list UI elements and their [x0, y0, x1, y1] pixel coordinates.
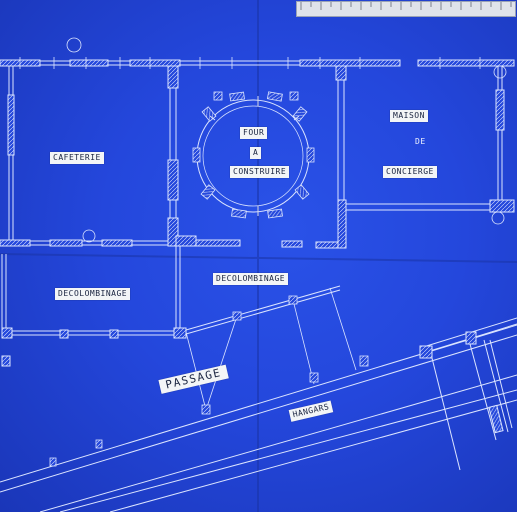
label-maison-line1: MAISON — [390, 110, 428, 122]
hangar-structure — [419, 317, 517, 471]
scale-ruler — [296, 1, 516, 17]
left-wall — [7, 66, 15, 240]
label-four-line3: CONSTRUIRE — [230, 166, 290, 178]
label-four-line2: A — [250, 147, 262, 159]
top-wall-windows — [19, 57, 481, 69]
concierge-walls — [335, 65, 515, 249]
column-markers — [66, 37, 507, 243]
passage-posts — [49, 287, 369, 467]
round-oven — [192, 91, 315, 219]
partition-wall-left — [167, 65, 197, 247]
label-decolombinage-mid: DECOLOMBINAGE — [213, 273, 289, 285]
label-decolombinage-left: DECOLOMBINAGE — [55, 288, 131, 300]
label-maison-line2: DE — [415, 137, 426, 146]
lower-left-walls — [1, 246, 187, 367]
label-maison-line3: CONCIERGE — [383, 166, 437, 178]
label-cafeteria: CAFETERIE — [50, 152, 104, 164]
ruler-ticks — [300, 2, 512, 10]
diagonal-passage — [0, 285, 517, 512]
label-four-line1: FOUR — [240, 127, 268, 139]
